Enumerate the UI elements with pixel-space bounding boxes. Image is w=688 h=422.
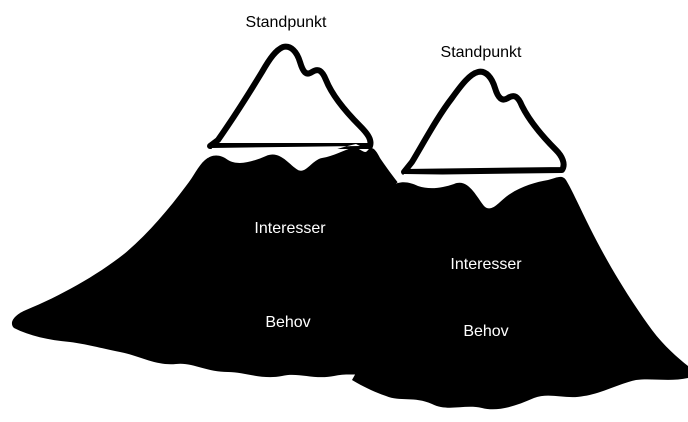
mountain-left (11, 43, 470, 378)
mountain-left-snowcap-lower (208, 144, 360, 168)
right-peak-label: Standpunkt (441, 44, 523, 61)
left-middle-label: Interesser (254, 220, 326, 237)
left-base-label: Behov (265, 314, 310, 331)
right-middle-label: Interesser (450, 256, 522, 273)
right-base-label: Behov (463, 323, 508, 340)
left-peak-label: Standpunkt (246, 14, 328, 31)
mountain-right-snowcap-lower (396, 174, 556, 204)
mountain-right-body (352, 176, 688, 410)
mountain-left-snowcap (207, 43, 374, 149)
mountain-left-body (11, 147, 470, 378)
mountain-right (352, 68, 688, 410)
mountain-right-snowcap (401, 68, 567, 175)
